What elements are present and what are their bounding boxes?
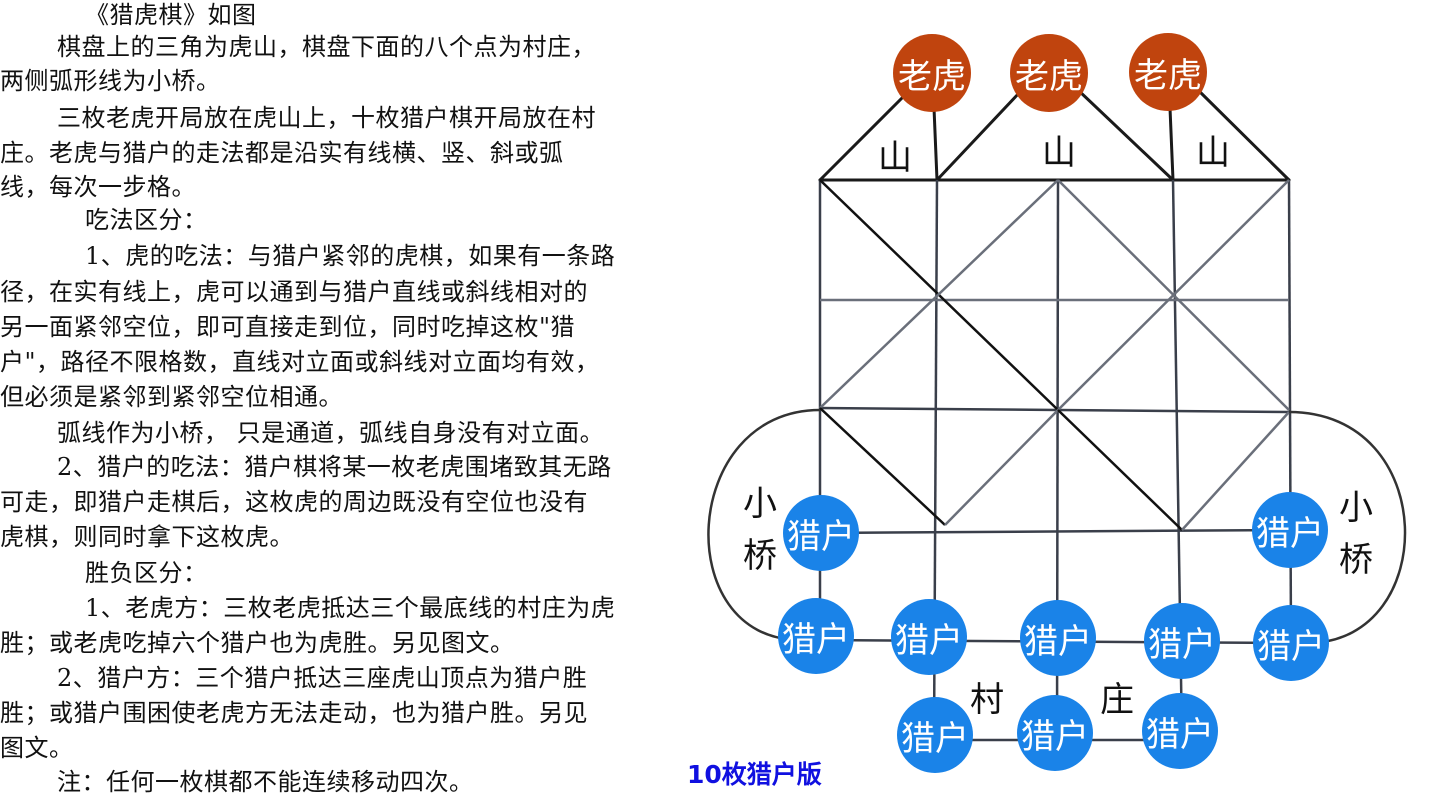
tiger-label: 老虎 [1134, 55, 1202, 96]
tiger-piece[interactable]: 老虎 [1129, 33, 1207, 111]
tiger-piece[interactable]: 老虎 [893, 34, 971, 112]
hunter-piece[interactable]: 猎户 [891, 599, 967, 675]
village-label: 村 [970, 680, 1004, 720]
rules-line: 胜；或老虎吃掉六个猎户也为虎胜。另见图文。 [0, 629, 515, 657]
rules-line: 棋盘上的三角为虎山，棋盘下面的八个点为村庄， [57, 33, 596, 61]
hunter-label: 猎户 [1256, 513, 1324, 554]
hunter-label: 猎户 [1024, 621, 1092, 662]
rules-line: 庄。老虎与猎户的走法都是沿实有线横、竖、斜或弧 [0, 139, 564, 167]
hunter-label: 猎户 [787, 516, 855, 557]
rules-line: 图文。 [0, 734, 74, 762]
hunter-label: 猎户 [1146, 714, 1214, 755]
rules-line: 线，每次一步格。 [0, 173, 196, 201]
rules-line: 径，在实有线上，虎可以通到与猎户直线或斜线相对的 [0, 278, 588, 306]
hunter-label: 猎户 [1257, 626, 1325, 667]
village-label: 庄 [1100, 680, 1134, 720]
bridge-label-left: 小 桥 [740, 478, 780, 582]
rules-line: 弧线作为小桥， 只是通道，弧线自身没有对立面。 [57, 419, 605, 447]
hunter-label: 猎户 [1148, 624, 1216, 665]
rules-note: 注：任何一枚棋都不能连续移动四次。 [57, 768, 474, 796]
hunter-label: 猎户 [782, 619, 850, 660]
hunter-piece[interactable]: 猎户 [1252, 492, 1328, 568]
hunter-label: 猎户 [895, 620, 963, 661]
capture-rules-heading: 吃法区分： [85, 206, 208, 234]
hunter-piece[interactable]: 猎户 [778, 598, 854, 674]
hunter-piece[interactable]: 猎户 [1142, 693, 1218, 769]
rules-line: 1、老虎方：三枚老虎抵达三个最底线的村庄为虎 [85, 594, 616, 622]
rules-line: 但必须是紧邻到紧邻空位相通。 [0, 383, 343, 411]
rules-line: 三枚老虎开局放在虎山上，十枚猎户棋开局放在村 [57, 104, 596, 132]
bridge-label-char: 小 [1339, 488, 1373, 528]
bridge-label-right: 小 桥 [1336, 482, 1376, 586]
mountain-label: 山 [1196, 133, 1230, 173]
hunter-piece[interactable]: 猎户 [783, 495, 859, 571]
rules-line: 两侧弧形线为小桥。 [0, 67, 221, 95]
hunter-label: 猎户 [1021, 716, 1089, 757]
rules-line: 可走，即猎户走棋后，这枚虎的周边既没有空位也没有 [0, 488, 588, 516]
tiger-label: 老虎 [1015, 56, 1083, 97]
hunter-piece[interactable]: 猎户 [897, 697, 973, 773]
rules-title: 《猎虎棋》如图 [85, 1, 257, 29]
hunter-piece[interactable]: 猎户 [1020, 600, 1096, 676]
tiger-piece[interactable]: 老虎 [1010, 34, 1088, 112]
bridge-label-char: 小 [743, 484, 777, 524]
hunter-label: 猎户 [901, 718, 969, 759]
mountain-label: 山 [1042, 133, 1076, 173]
hunter-piece[interactable]: 猎户 [1144, 603, 1220, 679]
bridge-label-char: 桥 [743, 536, 777, 576]
tiger-label: 老虎 [898, 56, 966, 97]
rules-line: 户"，路径不限格数，直线对立面或斜线对立面均有效， [0, 348, 600, 376]
hunter-piece[interactable]: 猎户 [1017, 695, 1093, 771]
rules-line: 2、猎户的吃法：猎户棋将某一枚老虎围堵致其无路 [57, 453, 612, 481]
rules-line: 1、虎的吃法：与猎户紧邻的虎棋，如果有一条路 [85, 242, 616, 270]
bridge-label-char: 桥 [1339, 540, 1373, 580]
hunter-piece[interactable]: 猎户 [1253, 605, 1329, 681]
rules-line: 胜；或猎户围困使老虎方无法走动，也为猎户胜。另见 [0, 699, 588, 727]
rules-line: 虎棋，则同时拿下这枚虎。 [0, 523, 294, 551]
rules-line: 2、猎户方：三个猎户抵达三座虎山顶点为猎户胜 [57, 664, 588, 692]
mountain-label: 山 [878, 138, 912, 178]
edition-label: 10枚猎户版 [687, 760, 822, 789]
win-rules-heading: 胜负区分： [85, 559, 208, 587]
rules-line: 另一面紧邻空位，即可直接走到位，同时吃掉这枚"猎 [0, 313, 576, 341]
